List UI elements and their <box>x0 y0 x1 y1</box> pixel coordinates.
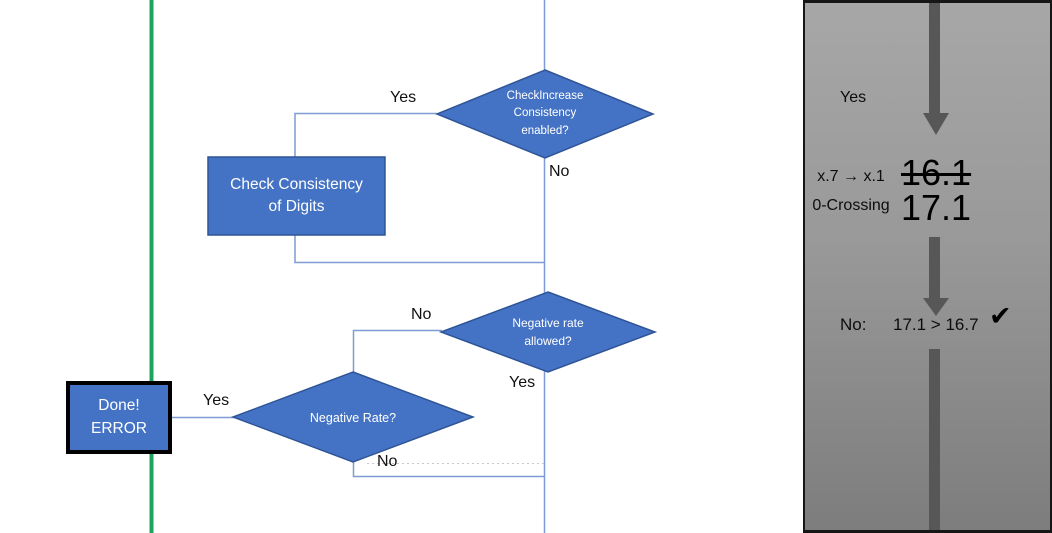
branch-label-yes-top: Yes <box>390 89 417 106</box>
branch-label-no-mid: No <box>411 306 432 323</box>
panel-no-label: No: <box>840 315 867 334</box>
panel-yes-label: Yes <box>840 89 867 106</box>
decision-check-increase-shape <box>435 69 655 159</box>
decision-negative-allowed-shape <box>438 291 658 373</box>
down-arrow-2-head-icon <box>923 298 949 316</box>
down-arrow-1-shaft <box>929 3 940 113</box>
decision-negative-rate-shape <box>230 371 476 463</box>
down-arrow-1-head-icon <box>923 113 949 135</box>
terminator-error-shape <box>66 381 172 454</box>
panel-new-value: 17.1 <box>901 187 972 228</box>
panel-case-label: x.7 → x.1 0-Crossing <box>812 168 890 214</box>
connector-no-to-negrate <box>352 329 442 373</box>
connector-yes-to-process <box>294 112 437 158</box>
process-check-consistency-shape <box>207 156 386 236</box>
down-arrow-3-shaft <box>929 349 940 530</box>
branch-label-no-top: No <box>549 163 570 180</box>
annotation-panel: Yes x.7 → x.1 0-Crossing 16.1 17.1 No: 1… <box>803 0 1052 533</box>
branch-label-yes-mid: Yes <box>509 374 536 391</box>
branch-label-yes-bottom: Yes <box>203 392 230 409</box>
checkmark-icon: ✔ <box>989 301 1012 331</box>
down-arrow-2-shaft <box>929 237 940 298</box>
panel-old-value: 16.1 <box>901 152 972 193</box>
branch-label-no-bottom: No <box>377 453 398 470</box>
connector-process-to-main <box>294 234 545 264</box>
panel-comparison: 17.1 > 16.7 <box>893 315 979 334</box>
connector-no-return <box>352 461 545 478</box>
